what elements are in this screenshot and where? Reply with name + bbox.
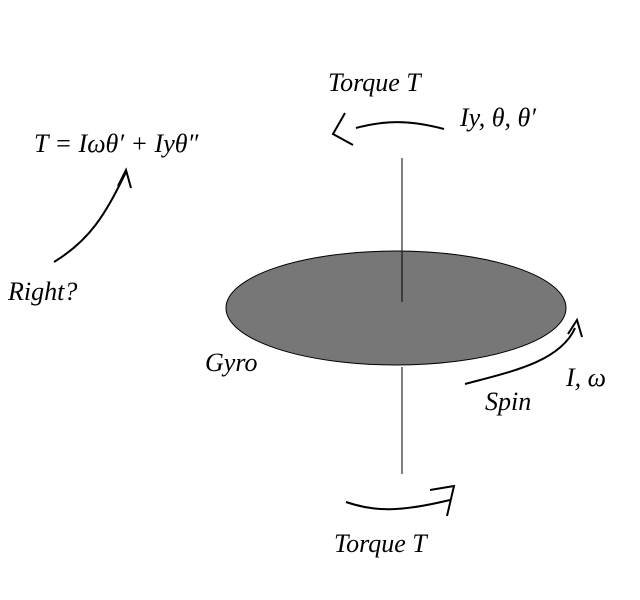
spin-label: Spin (485, 387, 531, 416)
gyro-disk (225, 250, 567, 366)
spin-params-label: I, ω (565, 363, 606, 392)
torque-top-arrow-head (331, 112, 354, 146)
torque-top-label: Torque T (328, 68, 422, 97)
torque-bottom-arrow-shaft (345, 499, 451, 511)
top-params-label: Iy, θ, θ′ (459, 103, 536, 132)
torque-bottom-arrow-head (429, 484, 456, 517)
question-arrow-shaft (53, 171, 127, 263)
torque-bottom-label: Torque T (334, 529, 428, 558)
torque-top-arrow-shaft (355, 121, 445, 130)
spin-arrow-head (567, 317, 583, 338)
equation: T = Iωθ′ + Iyθ″ (34, 129, 200, 158)
question-arrow-head (117, 167, 132, 189)
spin-arrow-shaft (464, 327, 576, 385)
gyro-label: Gyro (205, 348, 257, 377)
right-question-label: Right? (7, 277, 77, 306)
